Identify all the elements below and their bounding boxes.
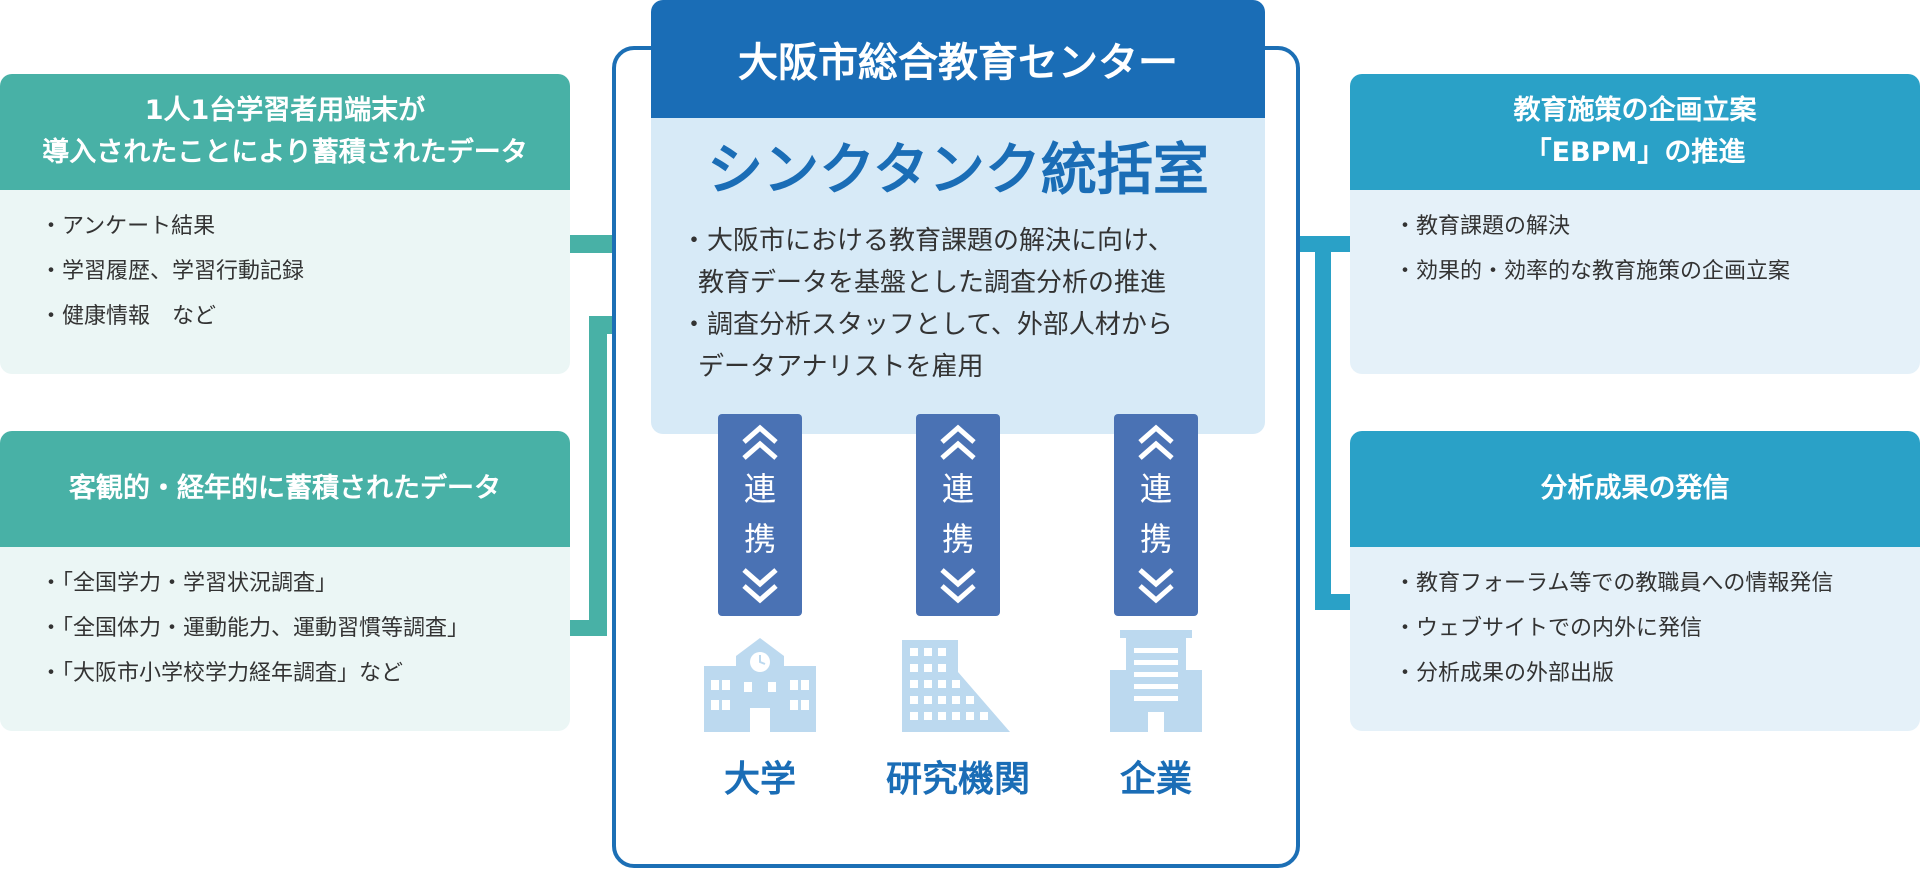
chevron-down-icon — [742, 568, 778, 604]
partner-label-research: 研究機関 — [885, 759, 1030, 800]
header-line: 教育施策の企画立案 — [1513, 95, 1757, 126]
link-bar-university: 連 携 — [718, 414, 802, 616]
center-item-line: 調査分析スタッフとして、外部人材から — [707, 310, 1173, 340]
link-char: 携 — [941, 520, 974, 558]
list-item: 「全国学力・学習状況調査」 — [40, 561, 570, 606]
center-title: 大阪市総合教育センター — [738, 40, 1178, 86]
school-icon — [704, 638, 816, 732]
center-item-line: 大阪市における教育課題の解決に向け、 — [707, 226, 1174, 256]
research-building-icon — [902, 640, 1010, 732]
header-line: 導入されたことにより蓄積されたデータ — [42, 137, 528, 168]
partner-label-company: 企業 — [1119, 759, 1192, 800]
think-tank-title: シンクタンク統括室 — [707, 138, 1209, 203]
list-item: 「全国体力・運動能力、運動習慣等調査」 — [40, 606, 570, 651]
right-box-ebpm-header: 教育施策の企画立案 「EBPM」の推進 — [1350, 74, 1920, 190]
bullet: ・ — [681, 310, 708, 340]
chevron-up-icon — [940, 424, 976, 460]
partner-label-university: 大学 — [723, 759, 796, 800]
chevron-down-icon — [940, 568, 976, 604]
link-char: 連 — [743, 470, 776, 508]
left-box-longitudinal-data: 客観的・経年的に蓄積されたデータ 「全国学力・学習状況調査」 「全国体力・運動能… — [0, 431, 570, 731]
office-building-icon — [1110, 630, 1202, 732]
list-item: 効果的・効率的な教育施策の企画立案 — [1394, 249, 1920, 294]
link-char: 携 — [1139, 520, 1172, 558]
list-item: 「大阪市小学校学力経年調査」など — [40, 651, 570, 696]
link-char: 連 — [941, 470, 974, 508]
right-box-dissemination-body: 教育フォーラム等での教職員への情報発信 ウェブサイトでの内外に発信 分析成果の外… — [1350, 547, 1920, 731]
center-item: ・大阪市における教育課題の解決に向け、 教育データを基盤とした調査分析の推進 — [681, 220, 1265, 304]
left-box-terminal-data-header: 1人1台学習者用端末が 導入されたことにより蓄積されたデータ — [0, 74, 570, 190]
right-box-dissemination: 分析成果の発信 教育フォーラム等での教職員への情報発信 ウェブサイトでの内外に発… — [1350, 431, 1920, 731]
link-bar-research: 連 携 — [916, 414, 1000, 616]
list-item: 分析成果の外部出版 — [1394, 651, 1920, 696]
chevron-down-icon — [1138, 568, 1174, 604]
center-item-line: 教育データを基盤とした調査分析の推進 — [698, 268, 1167, 298]
link-char: 連 — [1139, 470, 1172, 508]
left-box-longitudinal-data-body: 「全国学力・学習状況調査」 「全国体力・運動能力、運動習慣等調査」 「大阪市小学… — [0, 547, 570, 731]
list-item: 健康情報 など — [40, 294, 570, 339]
link-char: 携 — [743, 520, 776, 558]
list-item: 教育フォーラム等での教職員への情報発信 — [1394, 561, 1920, 606]
left-box-longitudinal-data-header: 客観的・経年的に蓄積されたデータ — [0, 431, 570, 547]
bullet: ・ — [681, 226, 708, 256]
right-box-ebpm-body: 教育課題の解決 効果的・効率的な教育施策の企画立案 — [1350, 190, 1920, 374]
header-line: 1人1台学習者用端末が — [144, 95, 426, 126]
chevron-up-icon — [1138, 424, 1174, 460]
think-tank-panel: シンクタンク統括室 ・大阪市における教育課題の解決に向け、 教育データを基盤とし… — [651, 118, 1265, 434]
list-item: ウェブサイトでの内外に発信 — [1394, 606, 1920, 651]
link-bar-company: 連 携 — [1114, 414, 1198, 616]
header-line: 客観的・経年的に蓄積されたデータ — [69, 473, 501, 504]
center-item-line: データアナリストを雇用 — [698, 352, 984, 382]
center-item: ・調査分析スタッフとして、外部人材から データアナリストを雇用 — [681, 304, 1265, 388]
list-item: 学習履歴、学習行動記録 — [40, 249, 570, 294]
header-line: 分析成果の発信 — [1540, 473, 1730, 504]
list-item: アンケート結果 — [40, 204, 570, 249]
left-box-terminal-data: 1人1台学習者用端末が 導入されたことにより蓄積されたデータ アンケート結果 学… — [0, 74, 570, 374]
header-line: 「EBPM」の推進 — [1524, 137, 1746, 168]
chevron-up-icon — [742, 424, 778, 460]
right-box-ebpm: 教育施策の企画立案 「EBPM」の推進 教育課題の解決 効果的・効率的な教育施策… — [1350, 74, 1920, 374]
left-box-terminal-data-body: アンケート結果 学習履歴、学習行動記録 健康情報 など — [0, 190, 570, 374]
list-item: 教育課題の解決 — [1394, 204, 1920, 249]
center-title-bar: 大阪市総合教育センター — [651, 0, 1265, 118]
right-box-dissemination-header: 分析成果の発信 — [1350, 431, 1920, 547]
